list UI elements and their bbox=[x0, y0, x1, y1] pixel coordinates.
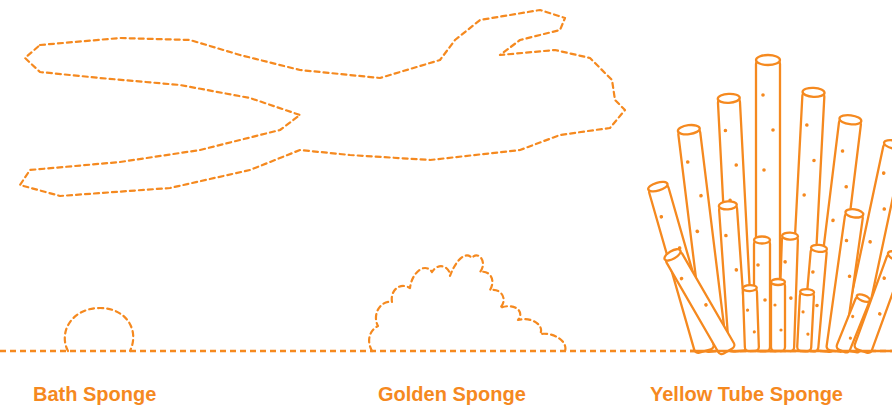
tube-body bbox=[743, 288, 759, 351]
bath-sponge-outline bbox=[65, 308, 133, 351]
tube-dots bbox=[679, 272, 708, 311]
tube-dots bbox=[724, 233, 738, 272]
seabed-line bbox=[0, 350, 892, 353]
tube-opening bbox=[802, 87, 824, 97]
tube-dots bbox=[843, 314, 861, 340]
tube-opening bbox=[756, 55, 780, 65]
tube-dots bbox=[746, 308, 756, 334]
golden-sponge-outline bbox=[369, 255, 565, 351]
tube-opening bbox=[647, 180, 668, 193]
tube-opening bbox=[845, 208, 864, 218]
tube-opening bbox=[887, 249, 892, 263]
tube bbox=[797, 289, 814, 352]
tube-opening bbox=[800, 289, 814, 296]
tube bbox=[663, 247, 736, 356]
sponge-label: Golden Sponge bbox=[378, 382, 618, 406]
diver-outline bbox=[20, 10, 625, 196]
tube-opening bbox=[718, 93, 740, 103]
tube bbox=[743, 285, 759, 351]
tube-opening bbox=[743, 285, 757, 291]
tube-body bbox=[771, 282, 785, 351]
tube bbox=[836, 293, 871, 354]
tube-dots bbox=[724, 128, 740, 202]
tube-dots bbox=[761, 93, 775, 172]
tube-dots bbox=[840, 238, 857, 278]
tube-opening bbox=[719, 201, 738, 210]
sponge-label: Yellow Tube Sponge bbox=[650, 382, 888, 406]
tube-opening bbox=[883, 139, 892, 151]
tube-opening bbox=[754, 237, 770, 244]
yellow-tube-sponge bbox=[647, 55, 892, 356]
tube-dots bbox=[867, 171, 892, 245]
tube-opening bbox=[811, 244, 828, 252]
tube-body bbox=[836, 296, 870, 354]
tube-dots bbox=[800, 310, 811, 336]
tube-dots bbox=[870, 276, 892, 316]
tube-dots bbox=[801, 123, 817, 197]
tube-opening bbox=[677, 124, 700, 136]
tube-dots bbox=[773, 303, 782, 331]
tube-opening bbox=[782, 232, 798, 240]
tube-opening bbox=[771, 279, 785, 285]
tube bbox=[771, 279, 785, 351]
tube-opening bbox=[663, 247, 683, 263]
tube-dots bbox=[686, 159, 707, 234]
tube-opening bbox=[839, 114, 862, 126]
sponge-base-line bbox=[690, 350, 892, 353]
tube-body bbox=[797, 292, 814, 352]
sponge-label: Bath Sponge bbox=[33, 382, 253, 406]
tube-opening bbox=[856, 293, 871, 304]
tube-body bbox=[665, 250, 736, 355]
